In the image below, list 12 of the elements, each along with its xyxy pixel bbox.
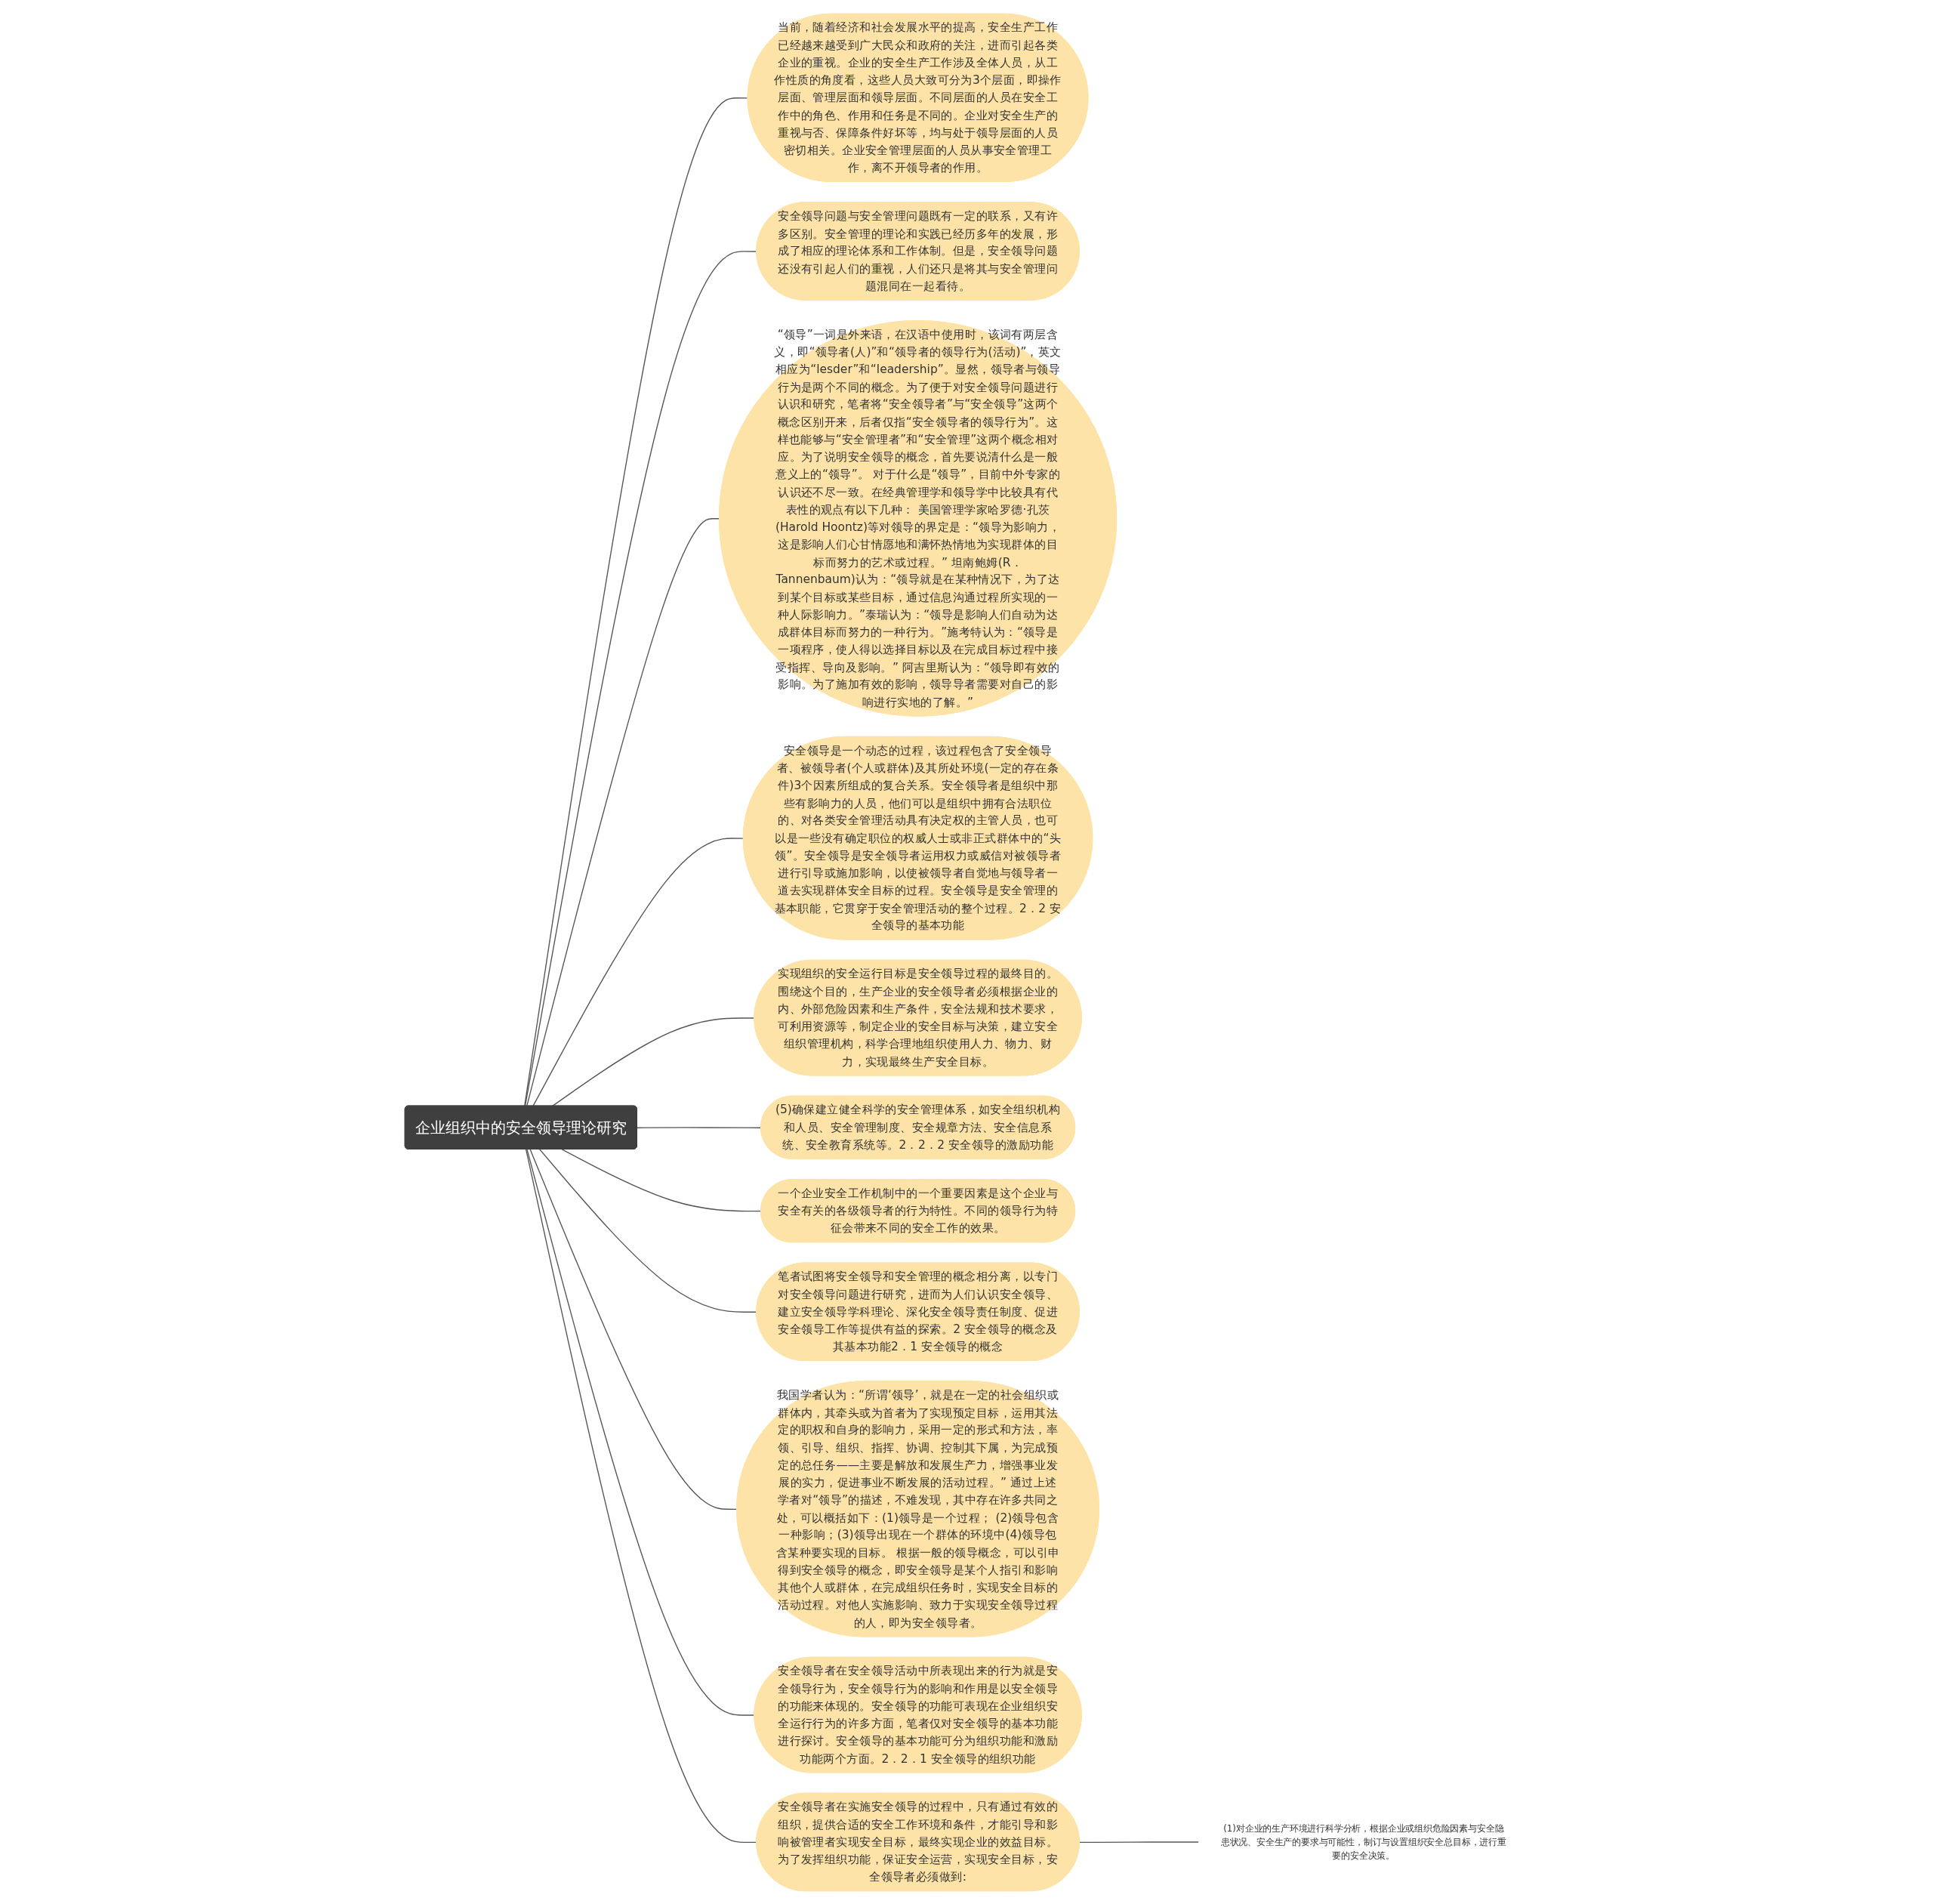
connector (526, 1148, 755, 1716)
connector (532, 837, 745, 1106)
connector (637, 1126, 762, 1128)
connector (523, 97, 749, 1106)
node-text: (1)对企业的生产环境进行科学分析，根据企业或组织危险因素与安全隐患状况、安全生产的要求与可能性，制订与设置组织安全总目标，进行重要的安全决策。 (1220, 1822, 1506, 1860)
connector (526, 517, 720, 1106)
connector (561, 1148, 762, 1211)
connector (525, 1148, 757, 1843)
connector (529, 1148, 738, 1510)
connector (524, 250, 757, 1106)
connector (1079, 1841, 1200, 1843)
connector (539, 1148, 757, 1313)
